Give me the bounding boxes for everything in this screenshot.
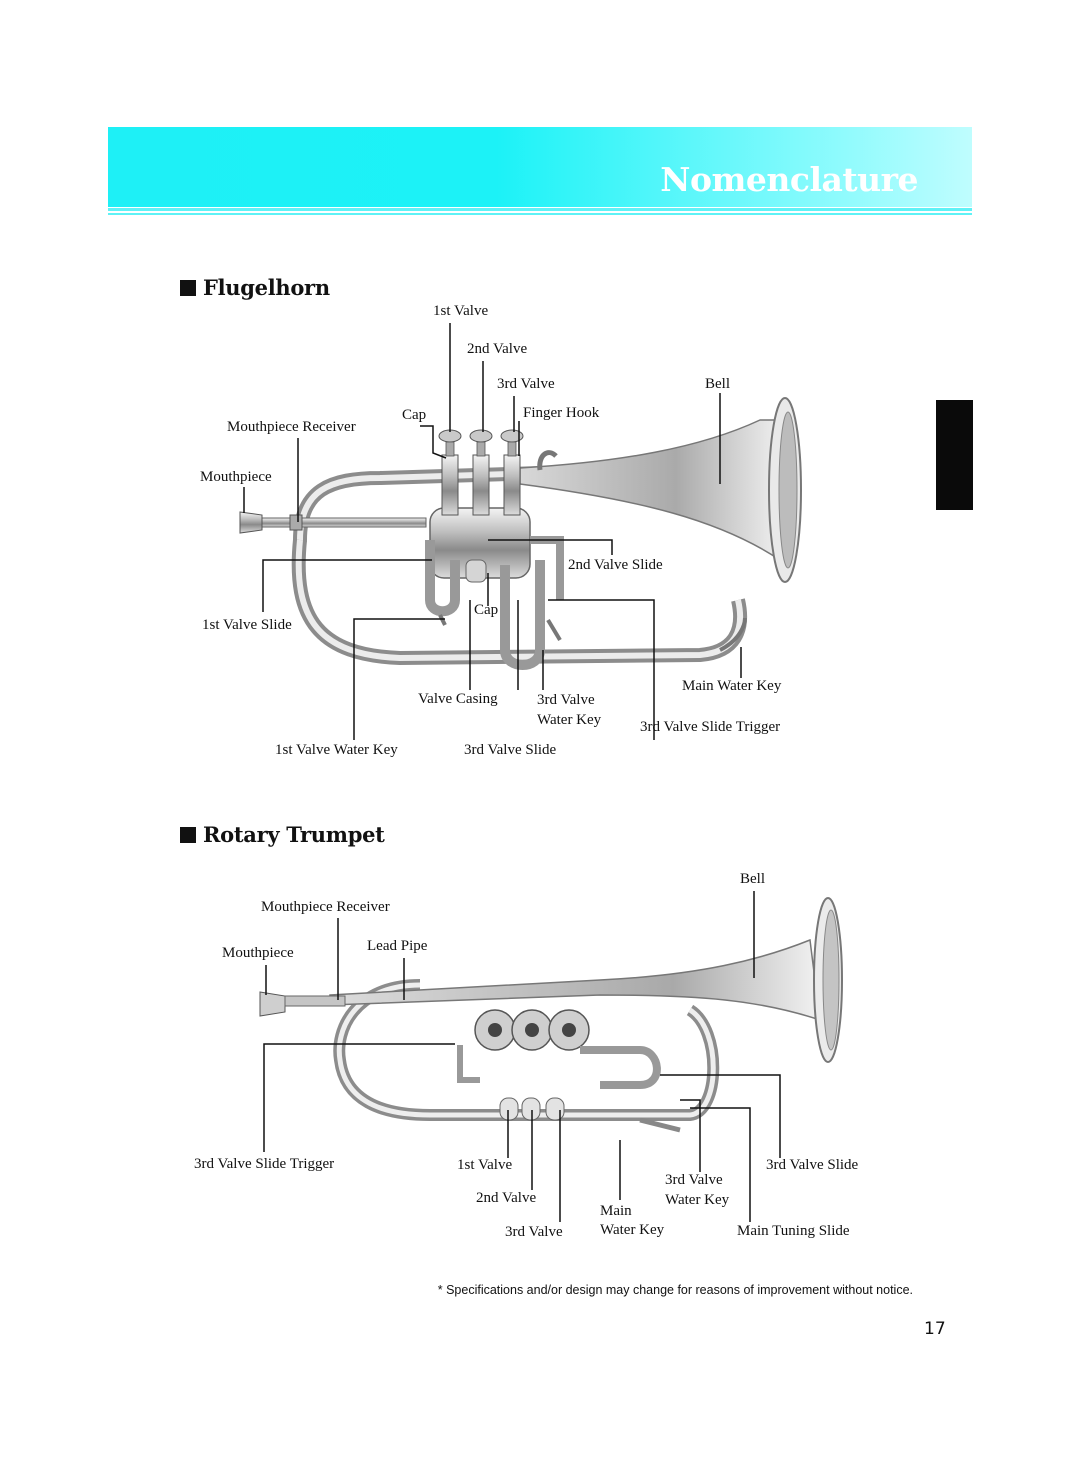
square-bullet-icon — [180, 827, 196, 843]
label-rotary-main-water-key-line2: Water Key — [600, 1222, 665, 1238]
label-rotary-2nd-valve: 2nd Valve — [476, 1190, 537, 1206]
label-main-water-key: Main Water Key — [682, 678, 782, 694]
section-title-flugelhorn: Flugelhorn — [180, 275, 330, 300]
label-cap-top: Cap — [402, 407, 427, 423]
rotary-leader-lines — [263, 891, 781, 1222]
label-3rd-valve-slide: 3rd Valve Slide — [464, 742, 557, 758]
label-finger-hook: Finger Hook — [523, 405, 600, 421]
label-rotary-3rd-valve-water-key-line2: Water Key — [665, 1192, 730, 1208]
label-3rd-valve-water-key-line1: 3rd Valve — [537, 692, 595, 708]
label-rotary-3rd-valve: 3rd Valve — [505, 1224, 563, 1240]
label-rotary-1st-valve: 1st Valve — [457, 1157, 513, 1173]
label-rotary-3rd-valve-slide: 3rd Valve Slide — [766, 1157, 859, 1173]
header-banner — [108, 127, 972, 207]
section-thumb-tab — [936, 400, 973, 510]
label-2nd-valve: 2nd Valve — [467, 341, 528, 357]
label-rotary-mouthpiece: Mouthpiece — [222, 945, 294, 961]
label-rotary-mouthpiece-receiver: Mouthpiece Receiver — [261, 899, 390, 915]
label-rotary-lead-pipe: Lead Pipe — [367, 938, 428, 954]
footnote: * Specifications and/or design may chang… — [437, 1283, 913, 1297]
label-2nd-valve-slide: 2nd Valve Slide — [568, 557, 663, 573]
label-bell: Bell — [705, 376, 730, 392]
label-1st-valve-slide: 1st Valve Slide — [202, 617, 292, 633]
banner-underline-2 — [108, 213, 972, 215]
label-rotary-main-water-key-line1: Main — [600, 1203, 632, 1219]
banner-underline — [108, 208, 972, 211]
label-cap-mid: Cap — [474, 602, 499, 618]
section-title-text: Rotary Trumpet — [203, 822, 385, 847]
section-title-text: Flugelhorn — [203, 275, 330, 300]
label-rotary-3rd-valve-slide-trigger: 3rd Valve Slide Trigger — [194, 1156, 335, 1172]
label-3rd-valve-slide-trigger: 3rd Valve Slide Trigger — [640, 719, 781, 735]
label-valve-casing: Valve Casing — [418, 691, 498, 707]
flugelhorn-leader-lines — [243, 323, 742, 740]
label-1st-valve-water-key: 1st Valve Water Key — [275, 742, 398, 758]
label-rotary-main-tuning-slide: Main Tuning Slide — [737, 1223, 850, 1239]
label-1st-valve: 1st Valve — [433, 303, 489, 319]
label-3rd-valve: 3rd Valve — [497, 376, 555, 392]
label-3rd-valve-water-key-line2: Water Key — [537, 712, 602, 728]
label-mouthpiece-receiver: Mouthpiece Receiver — [227, 419, 356, 435]
label-mouthpiece: Mouthpiece — [200, 469, 272, 485]
page-number: 17 — [924, 1319, 946, 1339]
square-bullet-icon — [180, 280, 196, 296]
page-title: Nomenclature — [660, 160, 918, 199]
label-rotary-3rd-valve-water-key-line1: 3rd Valve — [665, 1172, 723, 1188]
label-rotary-bell: Bell — [740, 871, 765, 887]
section-title-rotary-trumpet: Rotary Trumpet — [180, 822, 385, 847]
